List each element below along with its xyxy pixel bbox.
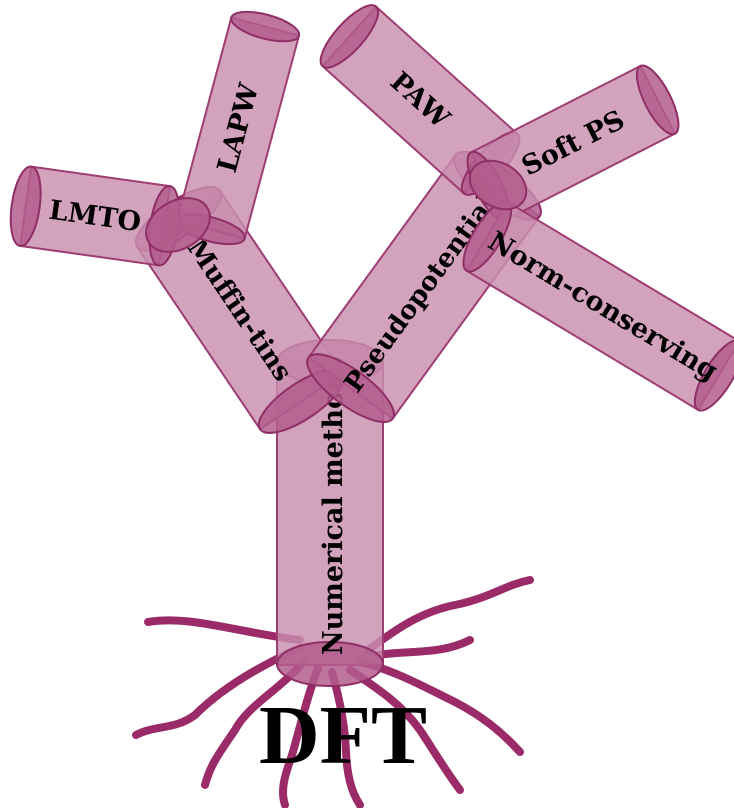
twig-norm-conserving: Norm-conserving	[455, 195, 734, 417]
root-label: DFT	[259, 689, 427, 782]
root-9	[378, 640, 470, 655]
root-8	[368, 580, 530, 650]
twig-norm-conserving-label: Norm-conserving	[483, 226, 723, 387]
